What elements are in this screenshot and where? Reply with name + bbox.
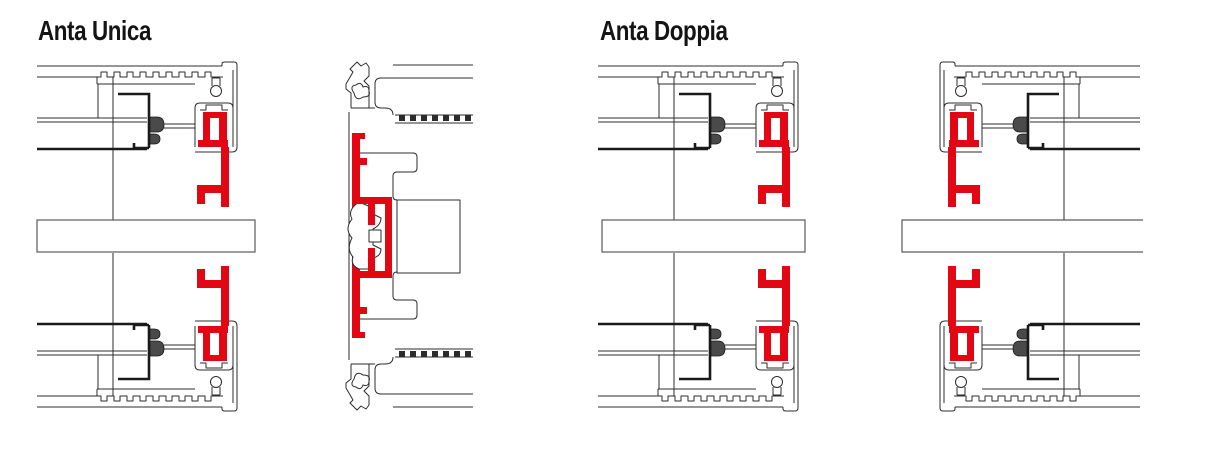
anta-doppia-right-horizontal-section-bottom (938, 251, 1142, 413)
anta-doppia-left-glass-pane (601, 219, 806, 253)
anta-doppia-right-horizontal-section-top (938, 60, 1142, 222)
section-title-anta-unica: Anta Unica (38, 15, 151, 46)
anta-doppia-left-horizontal-section-top (596, 60, 800, 222)
anta-unica-vertical-section (346, 62, 473, 410)
section-title-anta-doppia: Anta Doppia (600, 15, 728, 46)
anta-unica-horizontal-section-bottom (35, 251, 239, 413)
anta-unica-horizontal-section-top (35, 60, 239, 222)
anta-unica-glass-pane (36, 219, 256, 253)
anta-doppia-right-glass-pane (901, 219, 1143, 253)
anta-doppia-left-horizontal-section-bottom (596, 251, 800, 413)
